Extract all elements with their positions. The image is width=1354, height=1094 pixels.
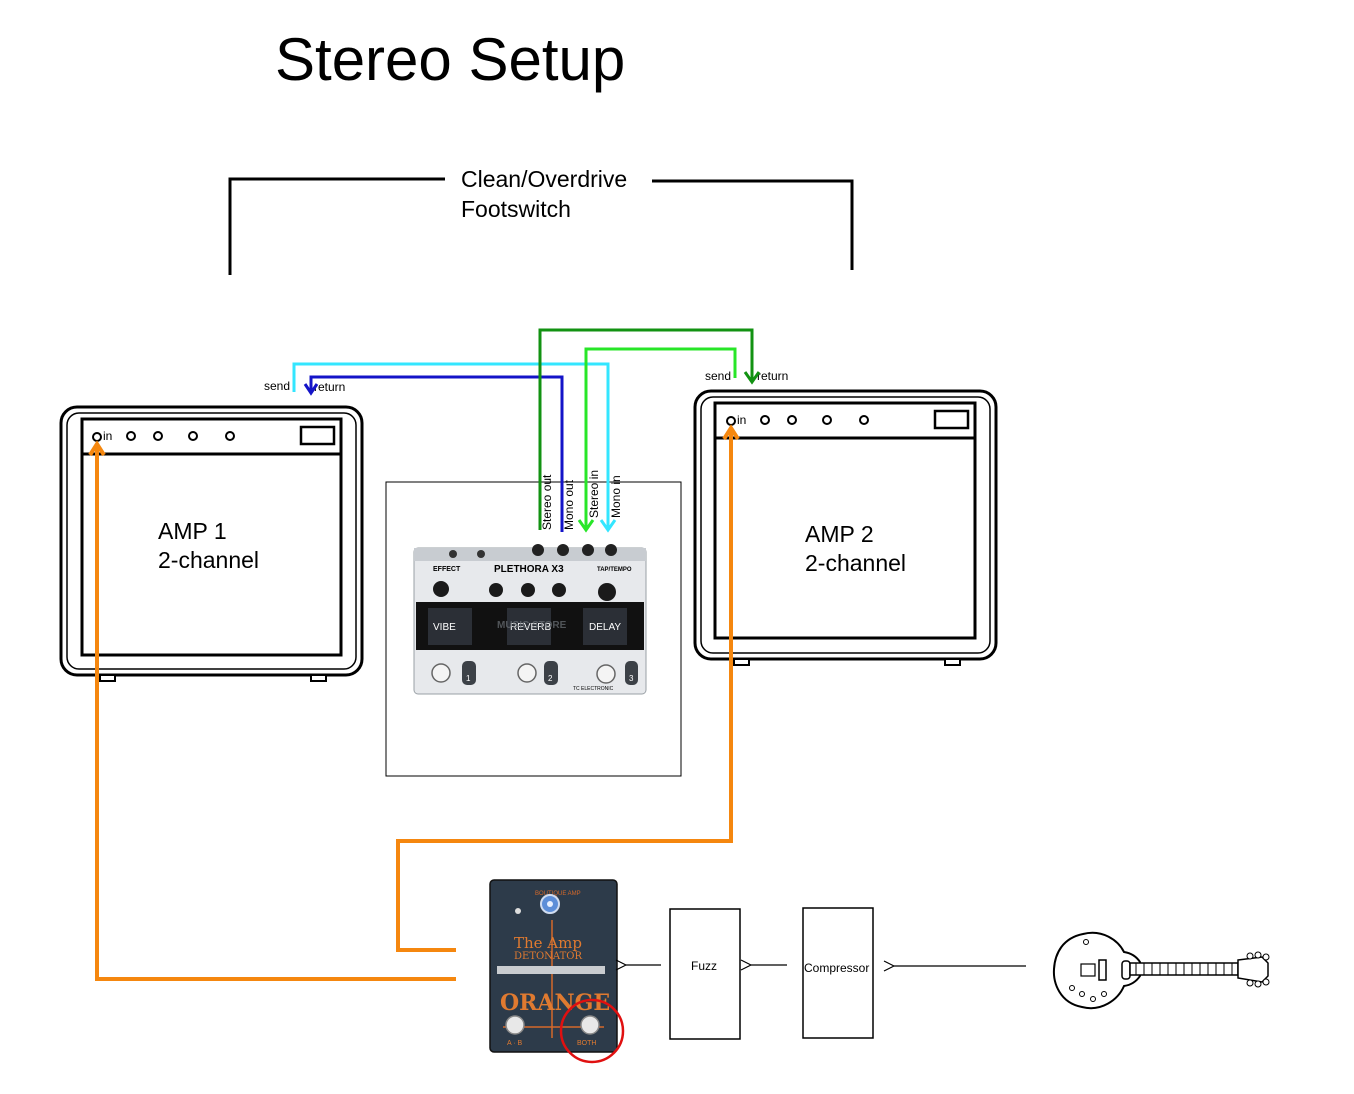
plethora-maker: TC ELECTRONIC bbox=[573, 686, 614, 692]
detonator-name-line2: DETONATOR bbox=[514, 951, 582, 962]
detonator-name-line1: The Amp bbox=[514, 934, 582, 952]
effect-loop-cables bbox=[292, 328, 761, 533]
amp-2: in AMP 2 2-channel send return bbox=[693, 369, 998, 666]
amp-detonator-pedal: BOUTIQUE AMP The Amp DETONATOR ORANGE A … bbox=[489, 879, 625, 1064]
cable-amp1-send bbox=[292, 362, 610, 528]
cable-detonator-to-amp2 bbox=[396, 430, 733, 952]
plethora-screen-2: REVERB bbox=[510, 622, 551, 633]
amp-1-in-label: in bbox=[103, 429, 112, 443]
cable-amp2-send bbox=[584, 347, 737, 528]
plethora-screen-1: VIBE bbox=[433, 622, 456, 633]
amp-1-return-label: return bbox=[314, 380, 345, 394]
amp-input-cables bbox=[88, 424, 740, 981]
highlight-circle bbox=[559, 998, 625, 1064]
jack-label-stereo-in: Stereo in bbox=[587, 470, 601, 518]
plethora-brand: PLETHORA X3 bbox=[494, 564, 564, 575]
detonator-foot-left: A · B bbox=[507, 1040, 523, 1047]
amp-2-return-label: return bbox=[757, 369, 788, 383]
guitar-icon bbox=[1052, 931, 1270, 1010]
detonator-brand: ORANGE bbox=[500, 990, 610, 1016]
cable-amp1-return bbox=[309, 375, 564, 532]
plethora-x3-pedal: EFFECT PLETHORA X3 TAP/TEMPO VIBE REVERB… bbox=[413, 544, 647, 695]
detonator-foot-right: BOTH bbox=[577, 1040, 596, 1047]
amp-2-name: AMP 2 bbox=[805, 521, 874, 547]
fuzz-label: Fuzz bbox=[691, 959, 717, 973]
footswitch-bracket: Clean/Overdrive Footswitch bbox=[228, 166, 854, 275]
plethora-effect-label: EFFECT bbox=[433, 566, 461, 573]
jack-label-stereo-out: Stereo out bbox=[540, 474, 554, 530]
amp-1: in AMP 1 2-channel send return bbox=[59, 379, 364, 682]
plethora-watermark: MUSIC STORE bbox=[497, 620, 567, 631]
detonator-top-label: BOUTIQUE AMP bbox=[535, 891, 581, 897]
compressor-label: Compressor bbox=[804, 961, 869, 975]
fuzz-pedal: Fuzz bbox=[669, 908, 741, 1040]
plethora-switch-1-number: 1 bbox=[466, 674, 471, 683]
jack-label-mono-out: Mono out bbox=[562, 479, 576, 530]
footswitch-label-line2: Footswitch bbox=[461, 196, 571, 222]
cable-amp2-return bbox=[538, 328, 754, 530]
plethora-switch-3-number: 3 bbox=[629, 674, 634, 683]
amp-2-send-label: send bbox=[705, 369, 731, 383]
jack-label-mono-in: Mono in bbox=[609, 475, 623, 518]
amp-2-in-label: in bbox=[737, 413, 746, 427]
arrow-left-icon bbox=[626, 965, 1026, 966]
amp-1-name: AMP 1 bbox=[158, 518, 227, 544]
cable-detonator-to-amp1 bbox=[95, 446, 456, 981]
footswitch-label-line1: Clean/Overdrive bbox=[461, 166, 627, 192]
page-title: Stereo Setup bbox=[275, 26, 625, 93]
plethora-switch-2-number: 2 bbox=[548, 674, 553, 683]
amp-2-sub: 2-channel bbox=[805, 550, 906, 576]
amp-1-send-label: send bbox=[264, 379, 290, 393]
plethora-tap-label: TAP/TEMPO bbox=[597, 567, 632, 573]
amp-1-sub: 2-channel bbox=[158, 547, 259, 573]
compressor-pedal: Compressor bbox=[802, 907, 874, 1039]
plethora-screen-3: DELAY bbox=[589, 622, 621, 633]
